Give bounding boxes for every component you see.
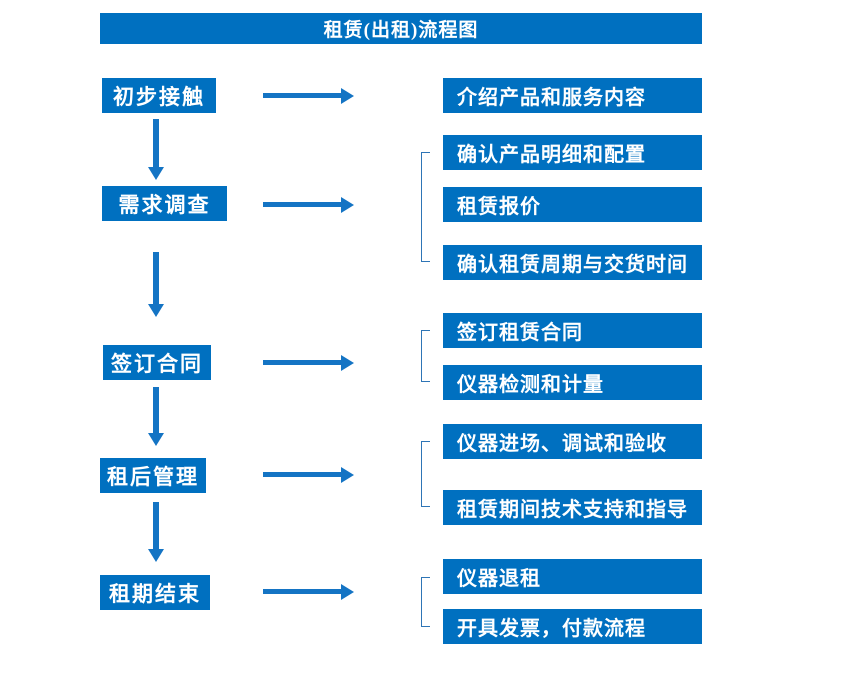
bracket-icon bbox=[421, 152, 430, 262]
output-box-confirm-period: 确认租赁周期与交货时间 bbox=[443, 245, 702, 280]
output-box-tech-support: 租赁期间技术支持和指导 bbox=[443, 490, 702, 525]
bracket-icon bbox=[421, 577, 430, 627]
output-box-instrument-entry: 仪器进场、调试和验收 bbox=[443, 424, 702, 459]
output-box-instrument-return: 仪器退租 bbox=[443, 559, 702, 594]
step-box-sign-contract: 签订合同 bbox=[103, 345, 211, 380]
arrow-down-icon bbox=[148, 502, 164, 562]
arrow-right-icon bbox=[263, 583, 354, 600]
step-box-initial-contact: 初步接触 bbox=[102, 78, 216, 113]
arrow-right-icon bbox=[263, 466, 354, 483]
bracket-icon bbox=[421, 441, 430, 507]
arrow-down-icon bbox=[148, 387, 164, 446]
step-box-post-rental-management: 租后管理 bbox=[100, 458, 206, 493]
output-box-sign-rental-contract: 签订租赁合同 bbox=[443, 313, 702, 348]
arrow-right-icon bbox=[263, 87, 354, 104]
output-box-rental-quotation: 租赁报价 bbox=[443, 187, 702, 222]
output-box-invoice-payment: 开具发票，付款流程 bbox=[443, 609, 702, 644]
arrow-right-icon bbox=[263, 196, 354, 213]
arrow-down-icon bbox=[148, 252, 164, 317]
arrow-down-icon bbox=[148, 119, 164, 180]
output-box-instrument-testing: 仪器检测和计量 bbox=[443, 365, 702, 400]
page-title: 租赁(出租)流程图 bbox=[323, 20, 479, 41]
flowchart-title-bar: 租赁(出租)流程图 bbox=[100, 13, 702, 44]
bracket-icon bbox=[421, 330, 430, 382]
output-box-confirm-product-spec: 确认产品明细和配置 bbox=[443, 135, 702, 170]
arrow-right-icon bbox=[263, 354, 354, 371]
output-box-introduce-products: 介绍产品和服务内容 bbox=[443, 78, 702, 113]
step-box-rental-end: 租期结束 bbox=[100, 575, 210, 610]
step-box-requirement-survey: 需求调查 bbox=[102, 186, 227, 221]
